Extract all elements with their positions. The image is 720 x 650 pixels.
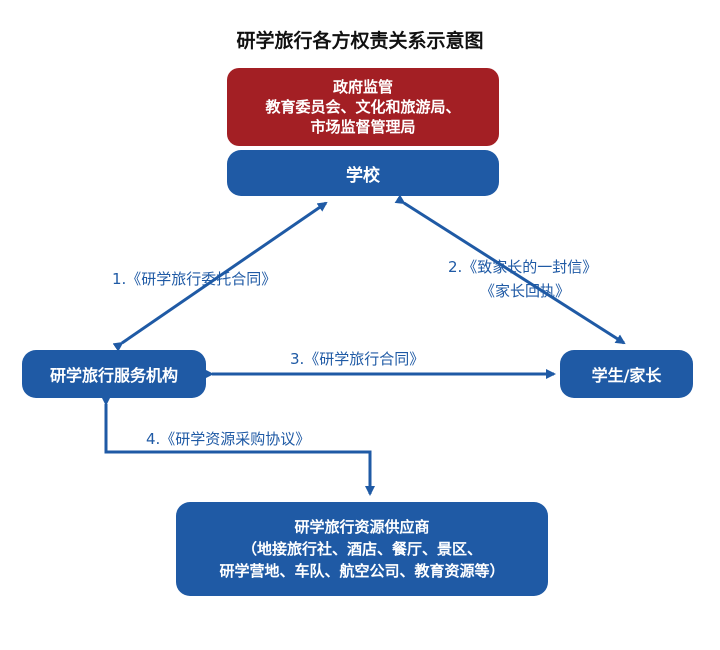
agency-node: 研学旅行服务机构 <box>22 350 206 398</box>
edge-2-label-line1: 2.《致家长的一封信》 <box>448 258 598 276</box>
edge-4-arrow <box>101 396 375 496</box>
government-node: 政府监管 教育委员会、文化和旅游局、 市场监督管理局 <box>227 68 499 146</box>
government-title: 政府监管 <box>332 78 393 96</box>
family-node: 学生/家长 <box>560 350 693 398</box>
supplier-node: 研学旅行资源供应商 （地接旅行社、酒店、餐厅、景区、 研学营地、车队、航空公司、… <box>176 502 548 596</box>
school-label: 学校 <box>346 165 380 186</box>
government-line3: 市场监督管理局 <box>310 118 416 136</box>
school-node: 学校 <box>227 150 499 196</box>
edge-2-arrow <box>394 194 626 345</box>
edge-3-label: 3.《研学旅行合同》 <box>290 350 425 368</box>
diagram-title: 研学旅行各方权责关系示意图 <box>236 30 484 52</box>
edge-2-label-line2: 《家长回执》 <box>480 282 571 300</box>
government-line2: 教育委员会、文化和旅游局、 <box>265 98 461 116</box>
supplier-title: 研学旅行资源供应商 <box>294 518 430 536</box>
agency-label: 研学旅行服务机构 <box>49 366 178 385</box>
supplier-line2: （地接旅行社、酒店、餐厅、景区、 <box>241 540 482 558</box>
family-label: 学生/家长 <box>591 366 662 385</box>
edge-1-label: 1.《研学旅行委托合同》 <box>112 270 277 288</box>
supplier-line3: 研学营地、车队、航空公司、教育资源等） <box>219 562 505 580</box>
edge-1-arrow <box>112 201 328 352</box>
edge-4-label: 4.《研学资源采购协议》 <box>146 430 311 448</box>
